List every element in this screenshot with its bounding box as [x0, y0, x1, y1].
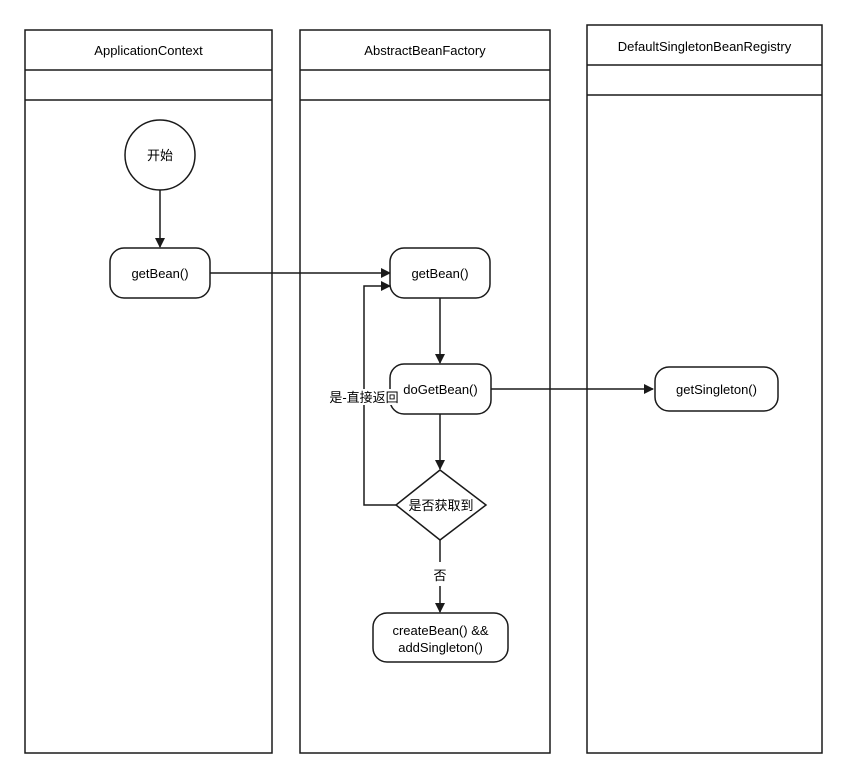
- lane-title-abstract-bean-factory: AbstractBeanFactory: [364, 43, 486, 58]
- node-start-label: 开始: [147, 148, 173, 163]
- edge-label-yes-return: 是-直接返回: [329, 390, 398, 405]
- node-getsingleton: getSingleton(): [654, 366, 779, 412]
- node-decision-label: 是否获取到: [408, 498, 473, 513]
- node-app-getbean-label: getBean(): [131, 266, 188, 281]
- node-create-bean: createBean() && addSingleton(): [372, 612, 509, 663]
- lane-title-default-singleton-bean-registry: DefaultSingletonBeanRegistry: [618, 39, 792, 54]
- node-dogetbean-label: doGetBean(): [403, 382, 477, 397]
- lane-title-application-context: ApplicationContext: [94, 43, 203, 58]
- node-create-bean-label-line1: createBean() &&: [392, 623, 488, 638]
- node-dogetbean: doGetBean(): [389, 363, 492, 415]
- node-decision: 是否获取到: [394, 469, 488, 541]
- node-factory-getbean: getBean(): [389, 247, 491, 299]
- edge-label-no: 否: [433, 568, 446, 583]
- node-start: 开始: [124, 119, 196, 191]
- node-create-bean-label-line2: addSingleton(): [398, 640, 483, 655]
- node-getsingleton-label: getSingleton(): [676, 382, 757, 397]
- node-factory-getbean-label: getBean(): [411, 266, 468, 281]
- node-app-getbean: getBean(): [109, 247, 211, 299]
- edge-label-yes-background: [328, 389, 400, 405]
